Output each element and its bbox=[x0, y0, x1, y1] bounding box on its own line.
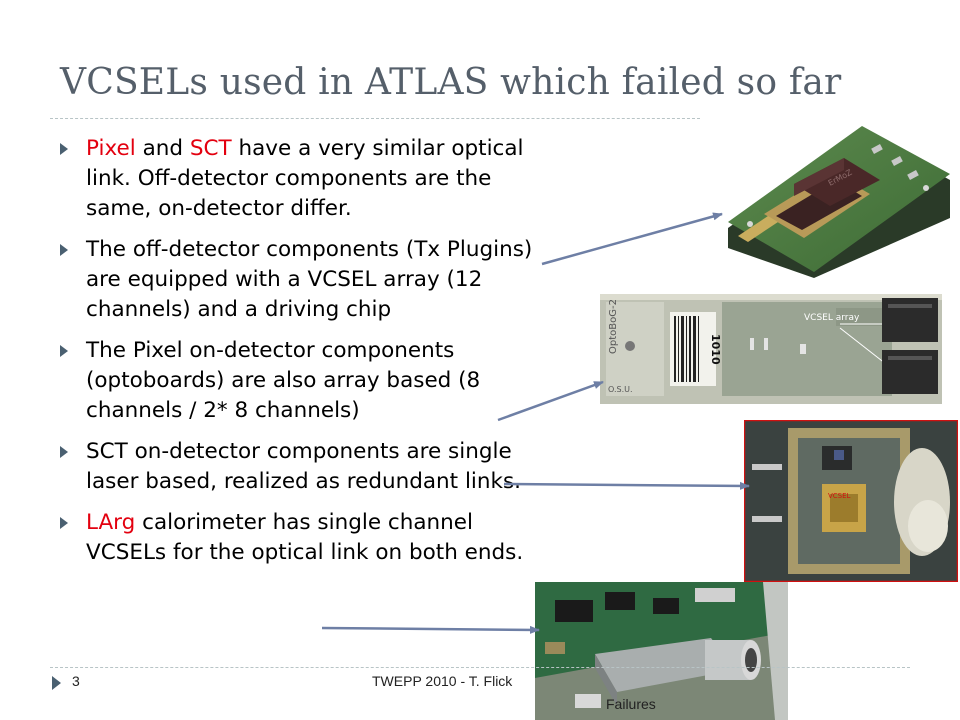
footer-text-continued: Failures bbox=[606, 696, 656, 712]
bullet-marker-icon bbox=[60, 517, 68, 529]
highlighted-term: LArg bbox=[86, 510, 136, 535]
arrow-to-optoboard bbox=[497, 380, 604, 422]
sct-closeup-photo: VCSEL bbox=[744, 420, 958, 582]
highlighted-term: Pixel bbox=[86, 136, 136, 161]
vcsel-array-annotation: VCSEL array bbox=[804, 313, 860, 323]
slide-title: VCSELs used in ATLAS which failed so far bbox=[60, 62, 842, 103]
bullet-item: SCT on-detector components are single la… bbox=[60, 437, 540, 497]
barcode-number: 1010 bbox=[709, 334, 722, 365]
osu-label: O.S.U. bbox=[608, 385, 633, 394]
optoboard-photo: OptoBoG-2 1010 O.S.U. VCSEL array bbox=[600, 294, 942, 404]
bullet-item: LArg calorimeter has single channel VCSE… bbox=[60, 508, 540, 568]
bullet-item: Pixel and SCT have a very similar optica… bbox=[60, 134, 540, 224]
bullet-marker-icon bbox=[60, 143, 68, 155]
footer-divider bbox=[50, 667, 910, 668]
larg-board-photo bbox=[535, 582, 788, 720]
bullet-marker-icon bbox=[60, 446, 68, 458]
bullet-list: Pixel and SCT have a very similar optica… bbox=[60, 134, 540, 579]
bullet-text: calorimeter has single channel VCSELs fo… bbox=[86, 510, 524, 565]
tx-plugin-photo: ErMoZ bbox=[712, 118, 960, 288]
title-divider bbox=[50, 118, 700, 119]
bullet-item: The Pixel on-detector components (optobo… bbox=[60, 336, 540, 426]
highlighted-term: SCT bbox=[189, 136, 232, 161]
bullet-text: have a very similar optical link. Off-de… bbox=[86, 136, 524, 221]
vcsel-label: VCSEL bbox=[828, 492, 851, 500]
footer-bullet-icon bbox=[52, 676, 61, 690]
bullet-marker-icon bbox=[60, 345, 68, 357]
page-number: 3 bbox=[72, 673, 80, 689]
bullet-text: The off-detector components (Tx Plugins)… bbox=[86, 237, 533, 322]
bullet-text: The Pixel on-detector components (optobo… bbox=[86, 338, 481, 423]
arrow-to-tx-plugin bbox=[541, 212, 723, 266]
arrow-to-larg-board bbox=[321, 625, 540, 634]
bullet-text: and bbox=[135, 136, 190, 161]
optoboard-side-label: OptoBoG-2 bbox=[608, 299, 619, 354]
arrow-to-sct-closeup bbox=[503, 481, 750, 490]
bullet-marker-icon bbox=[60, 244, 68, 256]
bullet-item: The off-detector components (Tx Plugins)… bbox=[60, 235, 540, 325]
footer-text: TWEPP 2010 - T. Flick bbox=[372, 673, 513, 689]
bullet-text: SCT on-detector components are single la… bbox=[86, 439, 522, 494]
